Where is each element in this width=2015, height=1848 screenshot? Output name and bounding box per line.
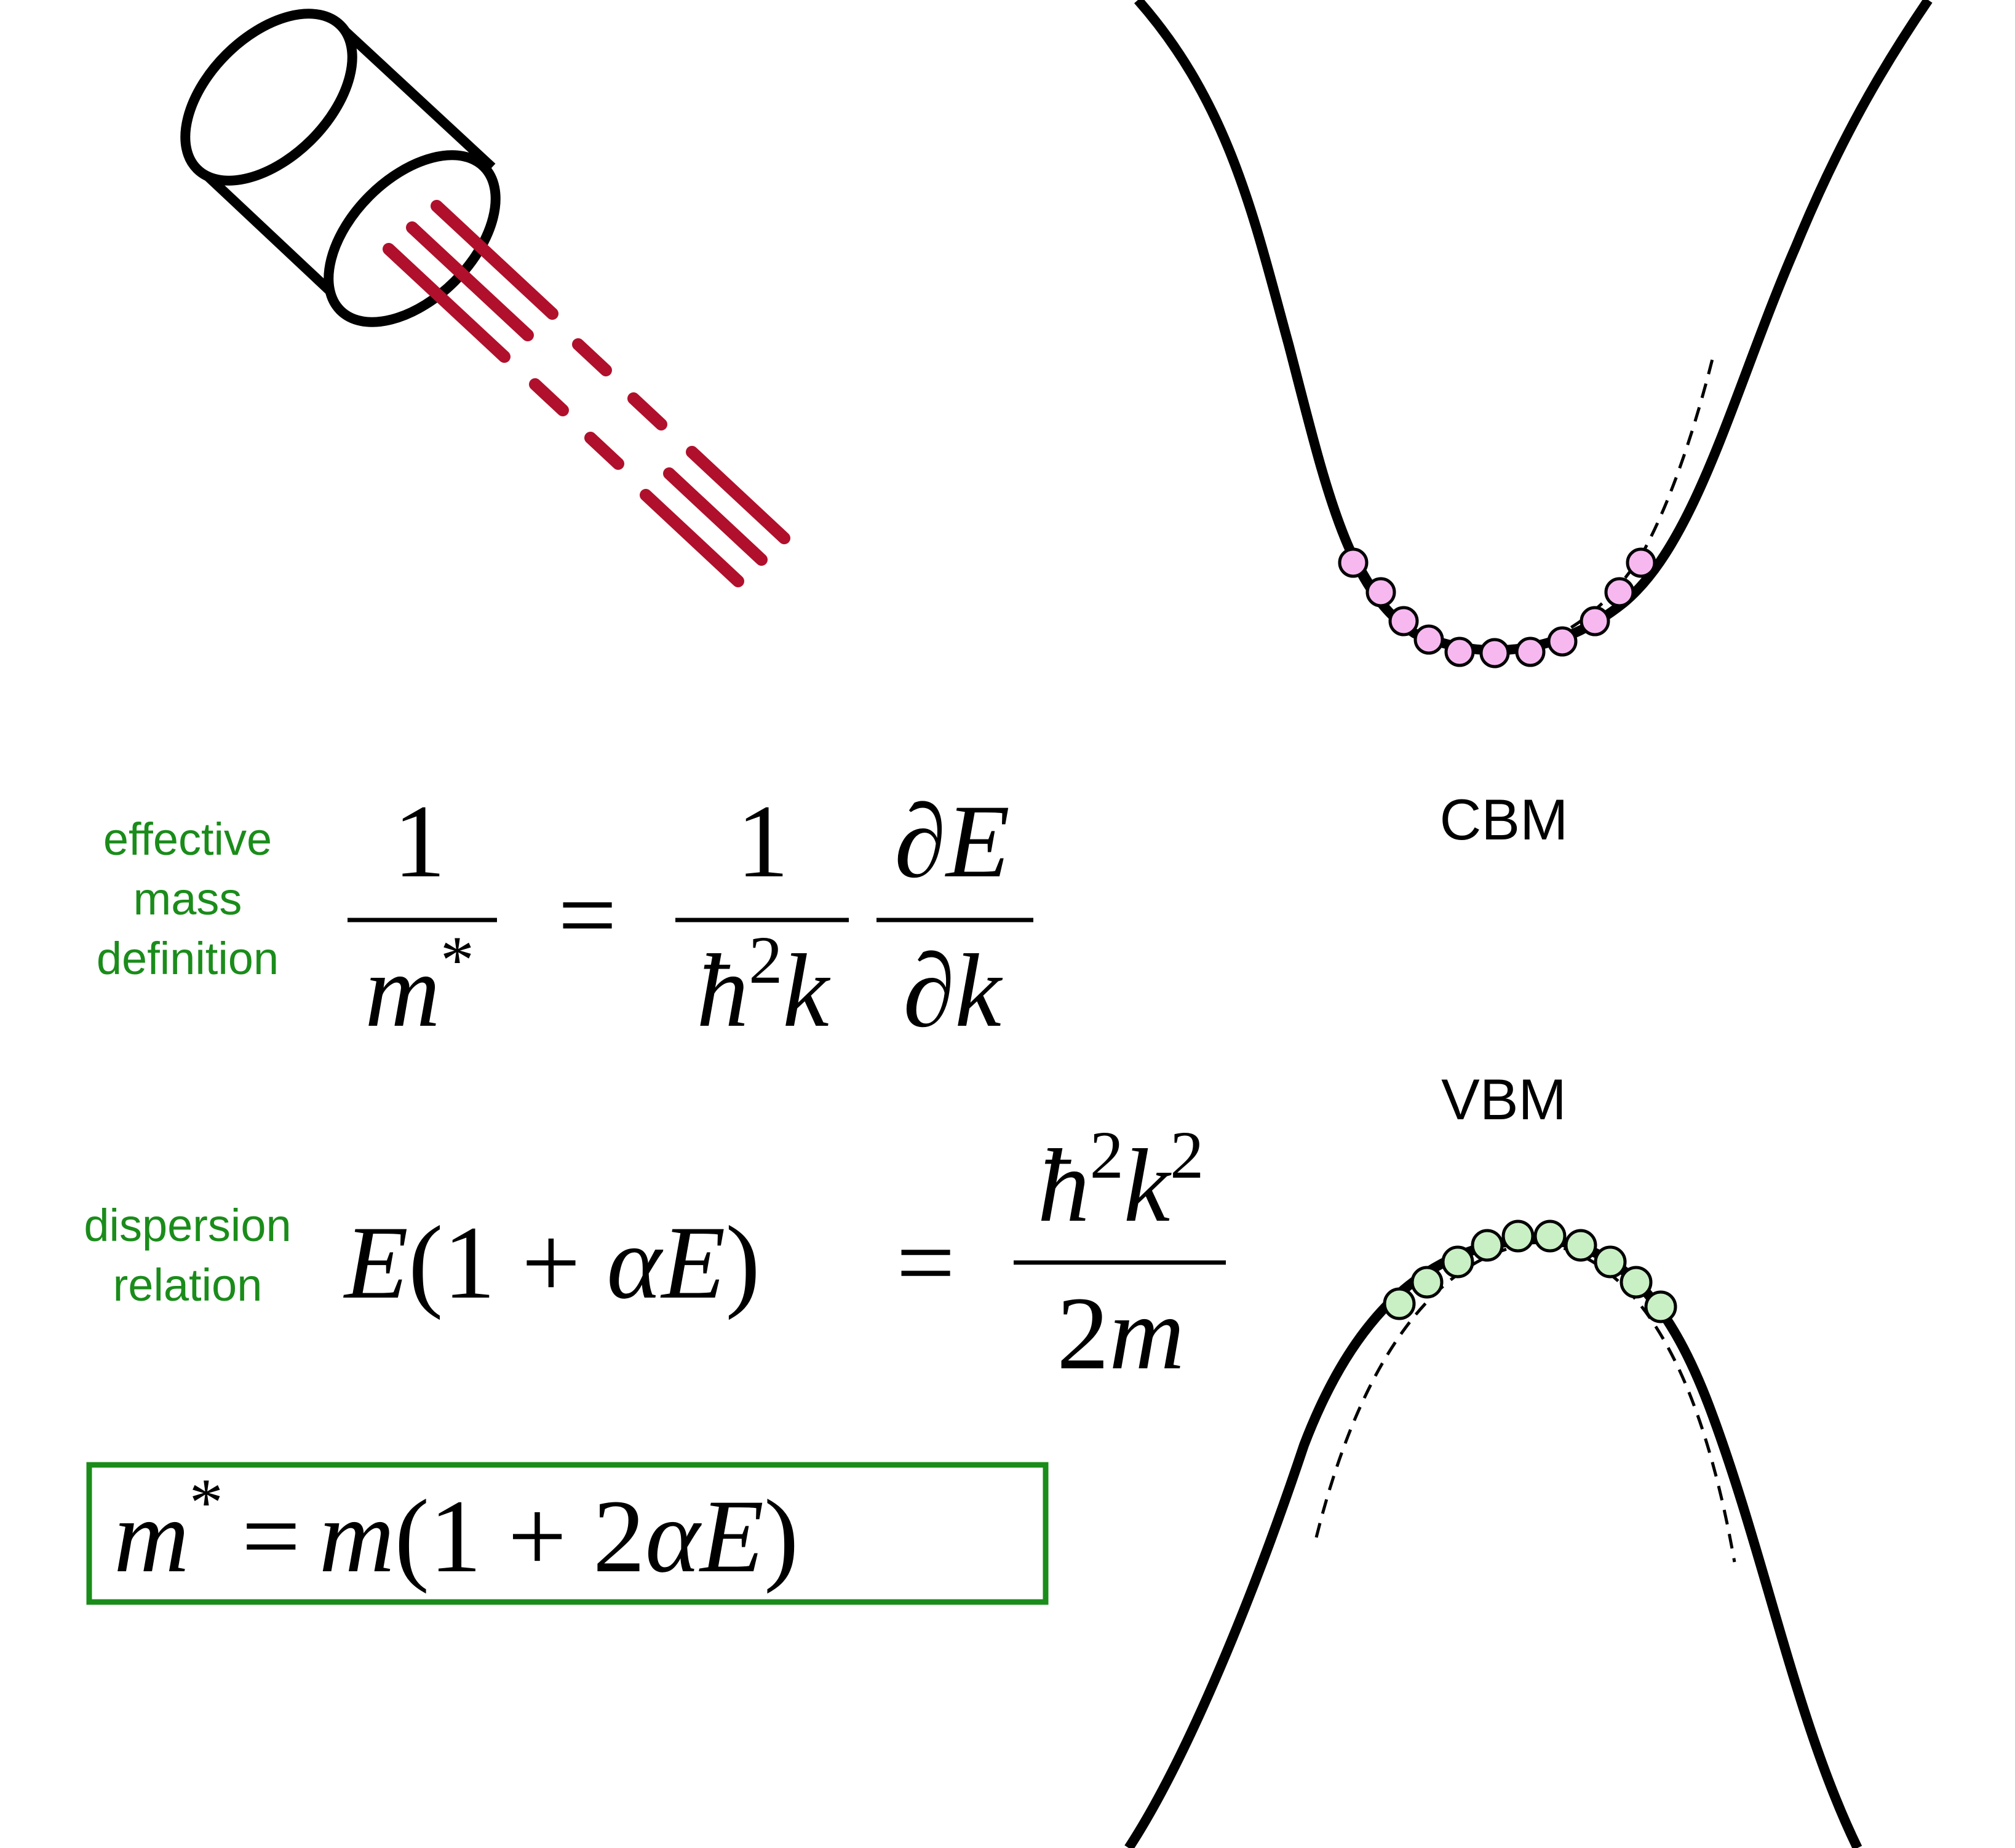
dispersion-equation: E(1 + αE) = ħ2k2 2m (343, 1117, 1226, 1391)
beam-line (431, 200, 558, 320)
vbm-hole (1644, 1290, 1677, 1323)
svg-text:dispersion: dispersion (84, 1200, 291, 1251)
vbm-hole (1594, 1245, 1627, 1279)
beam-dash (572, 338, 612, 376)
laser-beam (383, 200, 790, 587)
eq1-rhs1-denominator: ħ2k (696, 922, 830, 1049)
cbm-electrons (1338, 547, 1656, 668)
valence-band-curve (1124, 1234, 1862, 1848)
eq1-rhs2-denominator: ∂k (903, 933, 1003, 1049)
dispersion-relation-label: dispersion relation (84, 1200, 291, 1311)
eq2-lhs: E(1 + αE) (343, 1205, 760, 1320)
beam-line (406, 221, 534, 341)
svg-text:mass: mass (133, 873, 242, 924)
vbm-hole (1620, 1266, 1653, 1299)
beam-line (383, 243, 511, 363)
eq2-equals: = (896, 1205, 955, 1320)
cbm-electron (1626, 547, 1656, 578)
cbm-electron (1515, 636, 1546, 667)
vbm-hole (1383, 1287, 1416, 1320)
result-equation: m*=m(1 + 2αE) (114, 1465, 799, 1594)
cbm-electron (1365, 577, 1396, 608)
cbm-electron (1479, 638, 1510, 668)
eq1-rhs1-numerator: 1 (737, 783, 789, 899)
vbm-hole (1471, 1229, 1504, 1262)
svg-text:relation: relation (113, 1259, 263, 1311)
effective-mass-definition-label: effective mass definition (97, 814, 279, 984)
vbm-hole (1533, 1219, 1567, 1253)
beam-dash (627, 392, 667, 430)
eq1-lhs-numerator: 1 (394, 783, 446, 899)
beam-line (640, 489, 744, 587)
cbm-electron (1580, 606, 1610, 636)
eq2-denominator: 2m (1057, 1275, 1185, 1391)
cbm-electron (1604, 577, 1635, 608)
svg-text:definition: definition (97, 933, 279, 984)
beam-line (686, 446, 790, 544)
eq1-equals: = (558, 857, 617, 973)
cbm-electron (1413, 624, 1444, 655)
vbm-hole (1564, 1229, 1597, 1262)
eq1-lhs-denominator: m* (365, 922, 474, 1049)
svg-text:effective: effective (103, 814, 272, 865)
conduction-band (1134, 0, 1933, 668)
cbm-electron (1388, 606, 1419, 636)
vbm-label: VBM (1441, 1067, 1567, 1132)
vbm-hole (1441, 1245, 1474, 1279)
vbm-hole (1410, 1266, 1444, 1299)
vbm-holes (1383, 1219, 1677, 1323)
conduction-band-parabola-fit (1284, 338, 1715, 654)
effective-mass-equation: 1 m* = 1 ħ2k ∂E ∂k (348, 783, 1033, 1049)
eq2-numerator: ħ2k2 (1038, 1117, 1204, 1243)
conduction-band-curve (1134, 0, 1933, 656)
result-box-border (86, 1462, 1049, 1605)
cbm-electron (1547, 626, 1578, 657)
result-equation-box: m*=m(1 + 2αE) (86, 1462, 1049, 1605)
beam-line (663, 467, 768, 566)
cbm-label: CBM (1440, 787, 1568, 852)
cbm-electron (1338, 547, 1369, 578)
vbm-hole (1501, 1219, 1535, 1253)
valence-band-parabola-fit (1314, 1240, 1736, 1563)
valence-band (1124, 1219, 1862, 1848)
beam-dash (584, 432, 624, 470)
beam-dash (529, 378, 569, 416)
cbm-electron (1444, 636, 1475, 667)
laser-source-icon (180, 9, 501, 327)
eq1-rhs2-numerator: ∂E (894, 783, 1010, 899)
